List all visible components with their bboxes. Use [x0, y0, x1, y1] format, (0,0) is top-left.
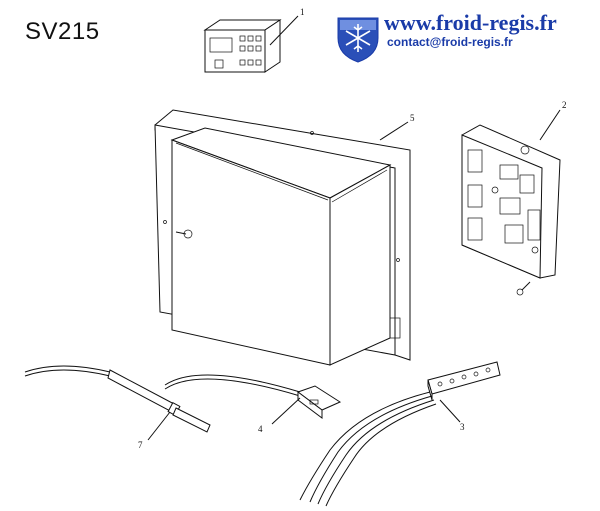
label-part-7: 7 — [138, 440, 143, 450]
part-3-connector-strip — [299, 361, 501, 507]
website-link[interactable]: www.froid-regis.fr — [384, 10, 557, 35]
label-part-5: 5 — [410, 113, 415, 123]
contact-email[interactable]: contact@froid-regis.fr — [387, 35, 513, 49]
model-title: SV215 — [25, 18, 100, 45]
part-4-sensor — [164, 374, 342, 425]
snowflake-icon — [337, 17, 379, 63]
label-part-4: 4 — [258, 424, 263, 434]
label-part-1: 1 — [300, 7, 305, 17]
label-part-3: 3 — [460, 422, 465, 432]
label-part-2: 2 — [562, 100, 567, 110]
part-2-circuit-board — [461, 109, 561, 296]
part-1-relay-module — [203, 15, 299, 73]
part-7-temperature-probe — [24, 365, 211, 441]
part-5-enclosure — [154, 109, 411, 366]
